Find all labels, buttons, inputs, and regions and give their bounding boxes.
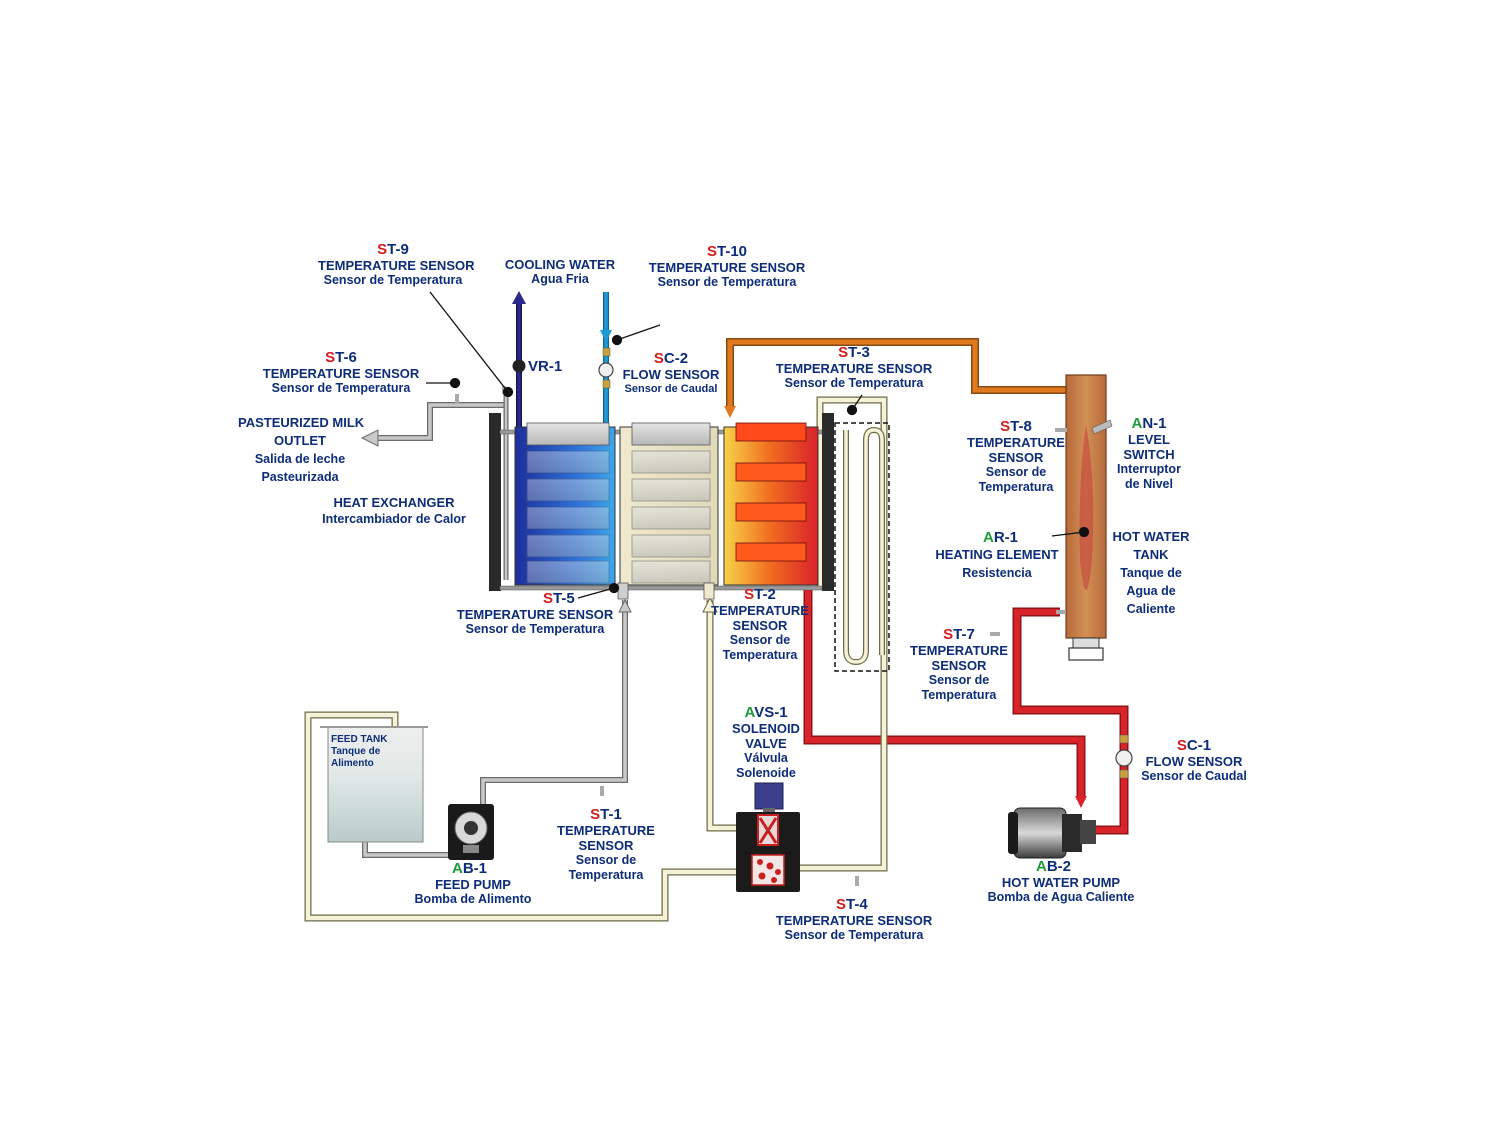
hot-water-pipes	[803, 590, 1129, 835]
orange-pipe	[724, 338, 1066, 418]
st10-label: ST-10 TEMPERATURE SENSOR Sensor de Tempe…	[648, 243, 806, 289]
st6-label: ST-6 TEMPERATURE SENSOR Sensor de Temper…	[262, 349, 420, 395]
an1-label: AN-1 LEVEL SWITCH Interruptor de Nivel	[1117, 415, 1181, 491]
feed-tank-label: FEED TANK Tanque de Alimento	[331, 734, 388, 769]
vr1-label: VR-1	[528, 358, 563, 375]
leader-lines	[426, 291, 1090, 599]
heat-exchanger	[489, 413, 834, 591]
st8-label: ST-8 TEMPERATURE SENSOR Sensor de Temper…	[967, 418, 1065, 494]
feed-pump	[448, 804, 494, 860]
heating-section	[723, 422, 819, 586]
hot-water-pump	[1008, 807, 1096, 859]
sc1-label: SC-1 FLOW SENSOR Sensor de Caudal	[1141, 737, 1247, 783]
regeneration-section	[619, 422, 719, 586]
st2-label: ST-2 TEMPERATURE SENSOR Sensor de Temper…	[711, 586, 809, 662]
sensor-fittings	[455, 347, 1133, 886]
st1-label: ST-1 TEMPERATURE SENSOR Sensor de Temper…	[557, 806, 655, 882]
st5-label: ST-5 TEMPERATURE SENSOR Sensor de Temper…	[456, 590, 614, 636]
st9-label: ST-9 TEMPERATURE SENSOR Sensor de Temper…	[318, 241, 475, 287]
st3-label: ST-3 TEMPERATURE SENSOR Sensor de Temper…	[775, 344, 933, 390]
milk-pipes	[360, 392, 632, 858]
pasteurized-milk-outlet-label: PASTEURIZED MILK OUTLET Salida de leche …	[238, 415, 365, 484]
holding-tube	[834, 422, 890, 672]
heat-exchanger-label: HEAT EXCHANGER Intercambiador de Calor	[322, 495, 466, 526]
hot-water-tank-label: HOT WATER TANK Tanque de Agua de Calient…	[1112, 529, 1190, 616]
st7-label: ST-7 TEMPERATURE SENSOR Sensor de Temper…	[910, 626, 1008, 702]
ar1-label: AR-1 HEATING ELEMENT Resistencia	[935, 529, 1059, 580]
hot-water-tank	[1065, 374, 1107, 661]
solenoid-valve	[736, 782, 800, 892]
ab1-label: AB-1 FEED PUMP Bomba de Alimento	[414, 860, 532, 906]
feed-tank	[320, 726, 428, 843]
cooling-water-label: COOLING WATER Agua Fria	[504, 257, 616, 286]
avs1-label: AVS-1 SOLENOID VALVE Válvula Solenoide	[732, 704, 800, 780]
sc2-label: SC-2 FLOW SENSOR Sensor de Caudal	[622, 350, 720, 395]
st4-label: ST-4 TEMPERATURE SENSOR Sensor de Temper…	[775, 896, 933, 942]
ab2-label: AB-2 HOT WATER PUMP Bomba de Agua Calien…	[987, 858, 1135, 904]
cooling-section	[514, 422, 616, 586]
